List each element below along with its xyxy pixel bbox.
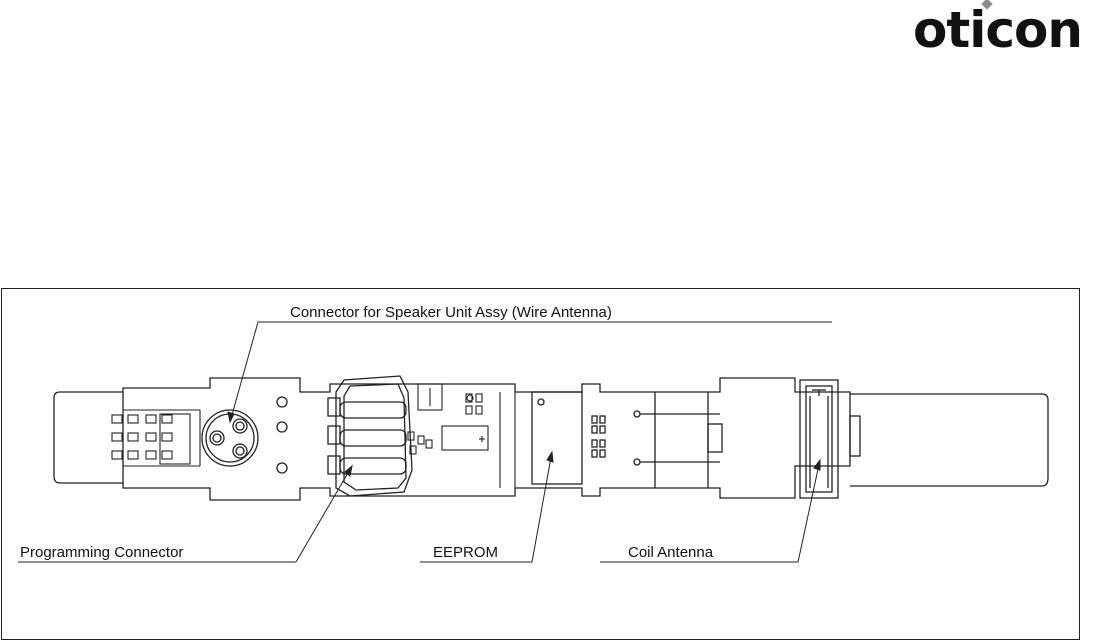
speaker-connector — [202, 397, 287, 473]
label-eeprom: EEPROM — [433, 544, 498, 562]
board-outline — [123, 378, 850, 500]
leader-lines — [18, 322, 832, 562]
label-programming-connector: Programming Connector — [20, 544, 183, 562]
smd-components — [408, 384, 515, 488]
left-flex-tab — [54, 392, 123, 483]
label-coil-antenna: Coil Antenna — [628, 544, 713, 562]
label-speaker-connector: Connector for Speaker Unit Assy (Wire An… — [290, 304, 612, 322]
hinge-section — [640, 392, 722, 488]
contact-pads — [112, 410, 200, 466]
right-flex-tab — [850, 394, 1048, 486]
coil-antenna — [800, 380, 838, 498]
programming-connector — [328, 376, 412, 496]
